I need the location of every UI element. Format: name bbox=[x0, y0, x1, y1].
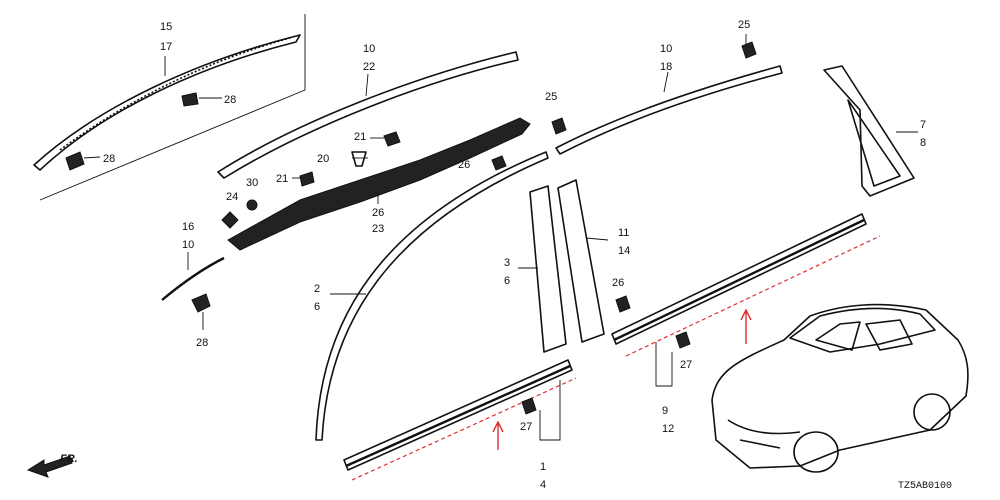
callout-label: 3 bbox=[504, 257, 510, 269]
callout-label: 22 bbox=[363, 61, 375, 73]
end-cap-28-lower[interactable] bbox=[191, 293, 211, 313]
clip-25-right[interactable] bbox=[741, 41, 757, 59]
callout-label: 21 bbox=[354, 131, 366, 143]
callout-label: 10 bbox=[363, 43, 375, 55]
callout-label: 18 bbox=[660, 61, 672, 73]
diagram-code: TZ5AB0100 bbox=[898, 481, 952, 492]
callout-label: 2 bbox=[314, 283, 320, 295]
clip-27-rear[interactable] bbox=[675, 331, 691, 349]
callout-label: 26 bbox=[612, 277, 624, 289]
callout-label: 25 bbox=[738, 19, 750, 31]
callout-label: 14 bbox=[618, 245, 630, 257]
pillar-garnish-front[interactable] bbox=[529, 185, 567, 353]
roof-rail-bracket-part[interactable] bbox=[227, 117, 531, 251]
callout-label: 11 bbox=[618, 227, 629, 239]
callout-label: 26 bbox=[458, 159, 470, 171]
callout-label: 16 bbox=[182, 221, 194, 233]
callout-label: 27 bbox=[520, 421, 532, 433]
callout-label: 7 bbox=[920, 119, 926, 131]
callout-label: 8 bbox=[920, 137, 926, 149]
callout-label: 20 bbox=[317, 153, 329, 165]
front-arrow-icon bbox=[26, 455, 73, 478]
roof-molding-group-left bbox=[33, 14, 306, 201]
callout-label: 28 bbox=[224, 94, 236, 106]
clip-25-left[interactable] bbox=[551, 117, 567, 135]
roof-molding-front[interactable] bbox=[217, 51, 519, 179]
callout-label: 10 bbox=[660, 43, 672, 55]
rear-indicator-arrow bbox=[740, 308, 752, 344]
callout-label: 1 bbox=[540, 461, 546, 473]
rear-garnish[interactable] bbox=[823, 65, 915, 197]
callout-label: 17 bbox=[160, 41, 172, 53]
roof-molding-end-cap-lower[interactable] bbox=[65, 151, 85, 171]
callout-label: 10 bbox=[182, 239, 194, 251]
front-door-reference-line bbox=[351, 377, 577, 481]
roof-molding-rear[interactable] bbox=[33, 34, 301, 171]
callout-label: 21 bbox=[276, 173, 288, 185]
callout-label: 27 bbox=[680, 359, 692, 371]
clip-21-right[interactable] bbox=[383, 131, 401, 147]
grommet-20[interactable] bbox=[351, 151, 367, 167]
roof-molding-end-cap-upper[interactable] bbox=[181, 92, 199, 107]
windshield-molding[interactable] bbox=[315, 151, 549, 441]
callout-label: 9 bbox=[662, 405, 668, 417]
clip-26-bracket[interactable] bbox=[491, 155, 507, 171]
rear-door-reference-line bbox=[625, 235, 881, 357]
front-roof-molding[interactable] bbox=[161, 256, 225, 301]
pillar-garnishes bbox=[518, 179, 631, 353]
callout-label: 28 bbox=[196, 337, 208, 349]
clip-26-pillar[interactable] bbox=[615, 295, 631, 313]
roof-molding-center bbox=[217, 51, 519, 179]
vehicle-body bbox=[711, 303, 969, 469]
callout-label: 15 bbox=[160, 21, 172, 33]
roof-molding-rear-right[interactable] bbox=[555, 65, 783, 155]
callout-label: 28 bbox=[103, 153, 115, 165]
callout-labels: 15 17 28 28 10 22 21 20 21 24 30 26 23 1… bbox=[103, 19, 926, 491]
roof-rail-bracket bbox=[221, 117, 531, 251]
door-moldings bbox=[343, 213, 881, 481]
rear-pillar-garnish bbox=[823, 65, 918, 197]
callout-label: 6 bbox=[314, 301, 320, 313]
front-roof-piece bbox=[161, 252, 225, 330]
callout-label: 30 bbox=[246, 177, 258, 189]
callout-label: 23 bbox=[372, 223, 384, 235]
pillar-garnish-rear[interactable] bbox=[557, 179, 605, 343]
windshield-side-molding bbox=[315, 151, 549, 441]
fr-label: FR. bbox=[60, 453, 78, 465]
callout-label: 6 bbox=[504, 275, 510, 287]
callout-label: 4 bbox=[540, 479, 546, 491]
callout-label: 24 bbox=[226, 191, 238, 203]
group-bracket-line bbox=[39, 14, 306, 201]
clip-21-left[interactable] bbox=[299, 171, 315, 187]
roof-molding-right bbox=[551, 34, 783, 155]
front-door-molding[interactable] bbox=[345, 364, 571, 468]
vehicle-illustration bbox=[711, 303, 969, 473]
front-direction-indicator: FR. bbox=[26, 453, 78, 478]
callout-label: 25 bbox=[545, 91, 557, 103]
clip-27-front[interactable] bbox=[521, 397, 537, 415]
clip-30[interactable] bbox=[246, 199, 258, 211]
clip-24[interactable] bbox=[221, 211, 239, 229]
front-indicator-arrow bbox=[492, 420, 504, 450]
callout-label: 26 bbox=[372, 207, 384, 219]
callout-label: 12 bbox=[662, 423, 674, 435]
rear-door-molding[interactable] bbox=[613, 218, 865, 342]
